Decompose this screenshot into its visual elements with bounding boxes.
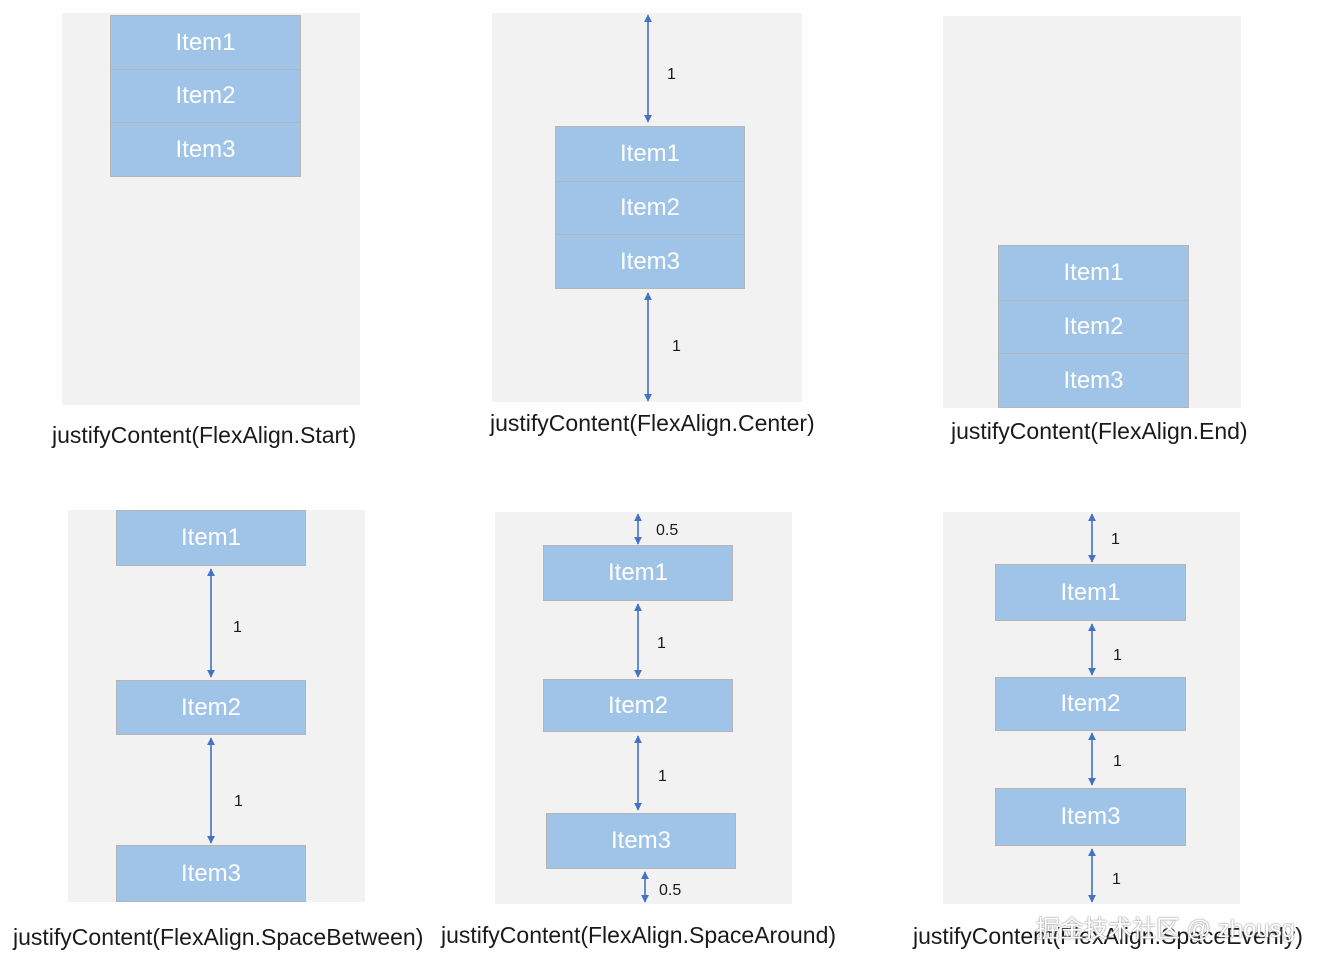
watermark: 掘金技术社区 @ zhousg [1036,916,1296,943]
gap-label: 1 [233,619,242,636]
item-1: Item1 [998,245,1189,301]
gap-label: 1 [657,635,666,652]
gap-label: 1 [1112,871,1121,888]
item-1: Item1 [110,15,301,70]
gap-label: 0.5 [659,882,681,899]
item-3: Item3 [546,813,736,869]
item-1: Item1 [543,545,733,601]
gap-label: 1 [667,66,676,83]
caption-end: justifyContent(FlexAlign.End) [951,418,1248,444]
item-3: Item3 [110,122,301,177]
caption-space-evenly: justifyContent(FlexAlign.SpaceEvenly) [913,923,1303,949]
item-2: Item2 [116,680,306,735]
caption-space-between: justifyContent(FlexAlign.SpaceBetween) [13,924,424,950]
item-2: Item2 [555,181,745,235]
gap-label: 1 [234,793,243,810]
item-2: Item2 [995,677,1186,731]
item-3: Item3 [995,788,1186,846]
item-1: Item1 [995,564,1186,621]
gap-label: 1 [658,768,667,785]
item-2: Item2 [543,679,733,732]
gap-label: 0.5 [656,522,678,539]
caption-start: justifyContent(FlexAlign.Start) [52,422,357,448]
caption-space-around: justifyContent(FlexAlign.SpaceAround) [441,922,837,948]
item-1: Item1 [555,126,745,182]
item-3: Item3 [555,234,745,289]
item-3: Item3 [116,845,306,902]
gap-label: 1 [1113,647,1122,664]
gap-label: 1 [1111,531,1120,548]
item-2: Item2 [110,69,301,123]
item-3: Item3 [998,353,1189,408]
gap-label: 1 [1113,753,1122,770]
gap-label: 1 [672,338,681,355]
caption-center: justifyContent(FlexAlign.Center) [490,410,815,436]
item-1: Item1 [116,510,306,566]
